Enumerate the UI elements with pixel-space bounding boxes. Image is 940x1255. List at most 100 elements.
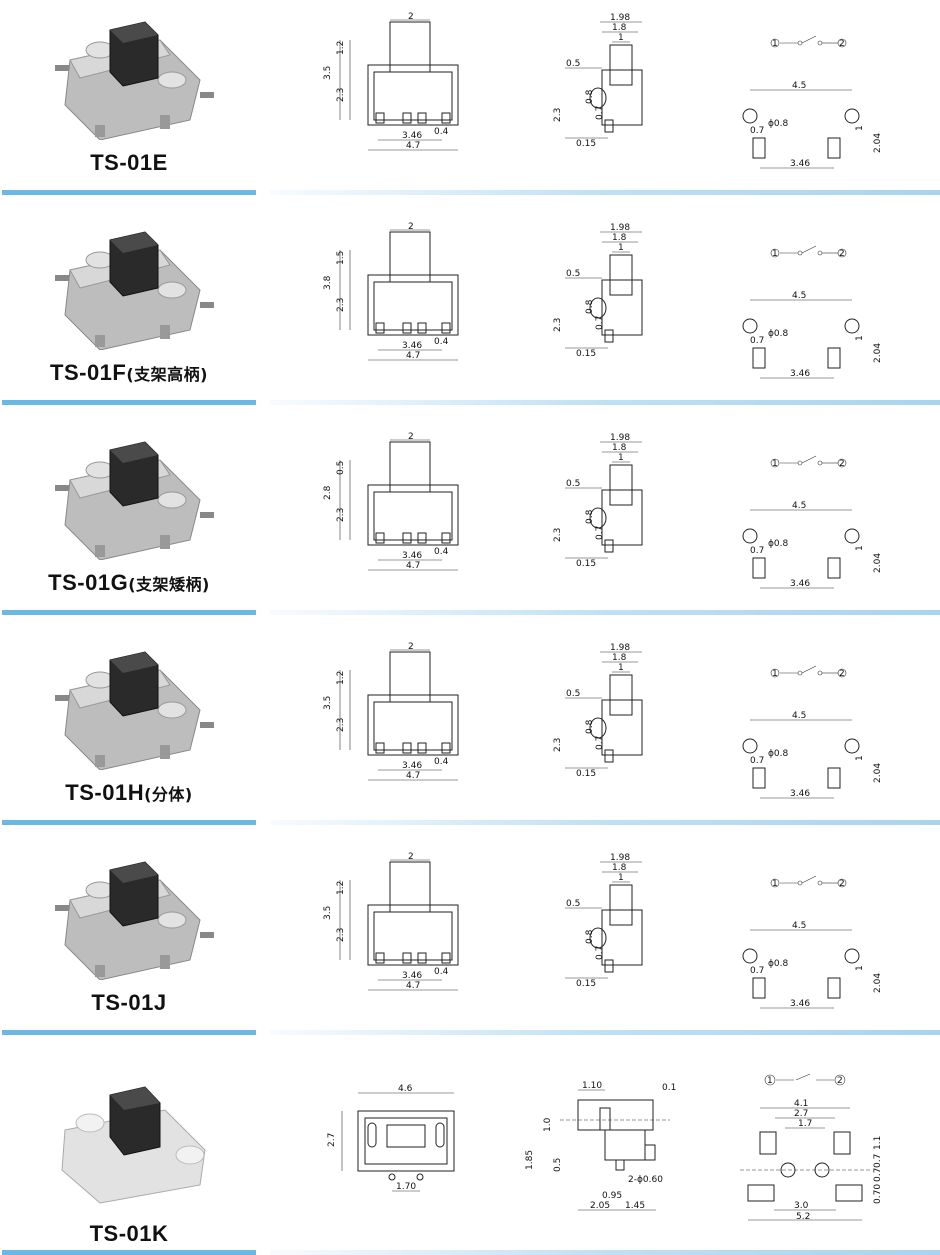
model-label: TS-01J <box>0 990 258 1016</box>
dim-c: 0.7 <box>750 756 764 766</box>
dim-h: 0.15 <box>576 559 596 569</box>
dim-top: 2 <box>408 852 414 862</box>
separator-accent <box>2 1030 256 1035</box>
dim-height: 2.7 <box>327 1133 337 1147</box>
product-row: TS-01E 2 3.5 1.2 2.3 3.46 0.4 4.7 <box>0 0 940 209</box>
dim-w2: 0.4 <box>434 337 449 347</box>
dim-hole: ϕ0.8 <box>768 119 789 129</box>
dim-w3: 4.7 <box>406 141 420 151</box>
dim-pitch: 4.5 <box>792 81 806 91</box>
dim-a: 1.10 <box>582 1081 602 1091</box>
model-name: TS-01F <box>50 360 127 385</box>
pin-1: 1 <box>772 669 778 679</box>
dim-e: 2.04 <box>873 553 883 573</box>
dim-h1: 1.2 <box>336 881 346 895</box>
dim-c: 1.7 <box>798 1119 812 1129</box>
dim-c: 0.7 <box>750 966 764 976</box>
dim-pitch: 4.5 <box>792 501 806 511</box>
dim-c: 0.7 <box>750 336 764 346</box>
dim-hole: ϕ0.8 <box>768 959 789 969</box>
dim-hole: ϕ0.8 <box>768 539 789 549</box>
side-view-drawing: 1.98 1.8 1 0.5 0.8 0.7 2.3 0.15 <box>553 223 643 359</box>
dim-top: 2 <box>408 12 414 22</box>
side-view-drawing: 1.98 1.8 1 0.5 0.8 0.7 0.15 <box>565 853 643 989</box>
dim-c: 1 <box>618 663 624 673</box>
pin-2: 2 <box>837 1076 843 1086</box>
dim-c: 1 <box>618 873 624 883</box>
dim-h2: 3.5 <box>323 906 333 920</box>
dim-h3: 2.3 <box>336 508 346 522</box>
dim-i: 5.2 <box>796 1212 810 1222</box>
dim-e: 0.8 <box>585 89 595 104</box>
switch-photo <box>55 441 214 560</box>
dim-a: 1.98 <box>610 433 630 443</box>
pcb-layout-drawing: 1 2 4.5 ϕ0.8 0.7 1 2.04 3.46 <box>742 455 883 589</box>
dim-e: 0.8 <box>585 299 595 314</box>
dim-h1: 1.2 <box>336 671 346 685</box>
front-view-drawing: 4.6 2.7 1.70 <box>327 1084 455 1192</box>
dim-width: 4.6 <box>398 1084 413 1094</box>
dim-d: 1 <box>855 545 865 551</box>
separator-accent <box>2 820 256 825</box>
side-view-drawing: 1.98 1.8 1 0.5 0.8 0.7 2.3 0.15 <box>553 433 643 569</box>
pin-2: 2 <box>839 879 845 889</box>
dim-e: 0.8 <box>585 929 595 944</box>
dim-b: 1.8 <box>612 863 627 873</box>
dim-w1: 3.46 <box>402 971 422 981</box>
pin-1: 1 <box>767 1076 773 1086</box>
front-view-drawing: 2 3.5 1.2 2.3 3.46 0.4 4.7 <box>323 852 459 991</box>
dim-w2: 0.4 <box>434 757 449 767</box>
separator-accent <box>2 400 256 405</box>
dim-h: 3.0 <box>794 1201 809 1211</box>
dim-h2: 3.5 <box>323 66 333 80</box>
product-row-k: TS-01K 4.6 2.7 1.70 1.10 0.1 1.0 1.85 0.… <box>0 1045 940 1255</box>
separator-accent <box>2 1250 256 1255</box>
pcb-layout-drawing: 1 2 4.5 ϕ0.8 0.7 1 2.04 3.46 <box>742 665 883 799</box>
front-view-drawing: 2 3.8 1.5 2.3 3.46 0.4 4.7 <box>323 222 459 361</box>
dim-d: 0.5 <box>566 689 580 699</box>
switch-photo <box>61 1086 206 1204</box>
dim-f: 3.46 <box>790 159 810 169</box>
dim-b: 0.1 <box>662 1083 676 1093</box>
dim-a: 1.98 <box>610 13 630 23</box>
dim-b: 2.7 <box>794 1109 808 1119</box>
dim-c: 1 <box>618 453 624 463</box>
dim-g: 2.3 <box>553 528 563 542</box>
model-label: TS-01G(支架矮柄) <box>0 570 258 596</box>
dim-w1: 3.46 <box>402 341 422 351</box>
model-name: TS-01J <box>91 990 167 1015</box>
separator-light <box>270 400 940 405</box>
dim-b: 1.8 <box>612 233 627 243</box>
dim-h2: 3.5 <box>323 696 333 710</box>
pin-1: 1 <box>772 459 778 469</box>
model-name: TS-01H <box>65 780 145 805</box>
dim-a: 1.98 <box>610 643 630 653</box>
switch-photo <box>55 861 214 980</box>
dim-h: 0.15 <box>576 349 596 359</box>
dim-d: 1 <box>855 965 865 971</box>
dim-a: 4.1 <box>794 1099 808 1109</box>
dim-w1: 3.46 <box>402 551 422 561</box>
dim-h1: 1.5 <box>336 251 346 265</box>
dim-g: 2.3 <box>553 318 563 332</box>
dim-w2: 0.4 <box>434 967 449 977</box>
front-view-drawing: 2 3.5 1.2 2.3 3.46 0.4 4.7 <box>323 12 459 151</box>
dim-d: 1 <box>855 335 865 341</box>
dim-e: 0.5 <box>553 1158 563 1172</box>
dim-d: 0.5 <box>566 479 580 489</box>
front-view-drawing: 2 3.5 1.2 2.3 3.46 0.4 4.7 <box>323 642 459 781</box>
dim-h2: 3.8 <box>323 275 333 290</box>
pin-1: 1 <box>772 39 778 49</box>
dim-f: 0.7 <box>595 316 605 330</box>
dim-h: 0.15 <box>576 139 596 149</box>
pin-2: 2 <box>839 459 845 469</box>
model-label: TS-01H(分体) <box>0 780 258 806</box>
dim-top: 2 <box>408 222 414 232</box>
dim-w3: 4.7 <box>406 981 420 991</box>
dim-d: 1 <box>855 755 865 761</box>
dim-e: 0.8 <box>585 719 595 734</box>
dim-f: 0.7 <box>595 526 605 540</box>
dim-pitch: 4.5 <box>792 291 806 301</box>
model-label: TS-01F(支架高柄) <box>0 360 258 386</box>
model-suffix: (分体) <box>144 785 193 804</box>
